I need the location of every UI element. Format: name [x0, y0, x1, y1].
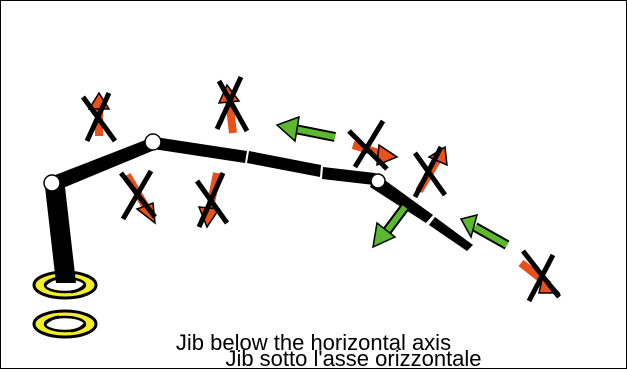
- forbidden-move-icon-6: [412, 145, 448, 199]
- cross-mark-icon: [194, 171, 230, 229]
- caption-overlap: Jib sotto l'asse orizzontale: [225, 346, 482, 371]
- joint-middle: [144, 133, 162, 151]
- cross-mark-icon: [214, 75, 250, 133]
- green-arrow-icon-up: [459, 213, 510, 250]
- cross-mark-icon: [412, 145, 448, 199]
- forbidden-move-icon-7: [518, 249, 561, 303]
- green-arrow-icon-left: [275, 115, 336, 143]
- forbidden-move-icon-3: [119, 169, 157, 225]
- diagram-caption: Jib below the horizontal axis: [175, 330, 452, 355]
- rotation-ring-icon-bottom: [32, 309, 98, 339]
- green-arrow-icon-down: [372, 204, 409, 249]
- cross-mark-icon: [347, 119, 389, 171]
- cross-mark-icon: [521, 249, 561, 303]
- forbidden-move-icon-2: [214, 75, 250, 134]
- joint-base: [43, 174, 61, 192]
- crane-mast: [45, 187, 76, 283]
- joint-jib: [370, 173, 386, 189]
- forbidden-move-icon-1: [80, 91, 118, 143]
- cross-mark-icon: [80, 91, 118, 143]
- forbidden-move-icon-5: [347, 119, 399, 171]
- crane-boom: [45, 137, 473, 251]
- cross-mark-icon: [119, 169, 157, 221]
- forbidden-move-icon-4: [194, 171, 230, 229]
